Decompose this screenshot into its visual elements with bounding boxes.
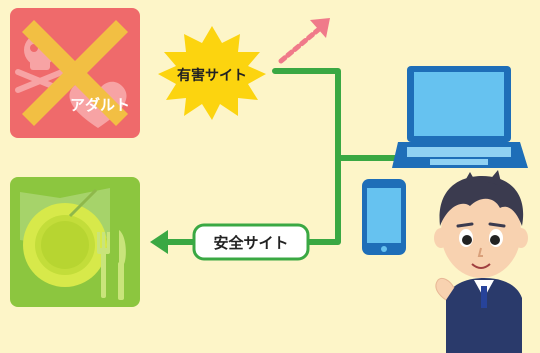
network-line-vertical: [272, 68, 341, 245]
harmful-burst: 有害サイト: [158, 26, 266, 120]
harmful-site-label: 有害サイト: [177, 67, 247, 84]
harmful-panel: アダルト: [10, 8, 140, 138]
laptop-icon: [392, 66, 528, 168]
safe-panel: [10, 177, 140, 307]
smartphone-icon: [362, 179, 406, 255]
boy-character: [434, 170, 528, 353]
safe-site-badge: 安全サイト: [192, 223, 310, 261]
safe-site-label: 安全サイト: [213, 234, 288, 252]
blocked-arrow: [278, 18, 330, 64]
cross-icon: [21, 19, 129, 127]
knife-icon: [118, 230, 126, 300]
fork-icon: [97, 232, 110, 298]
pen-line: [68, 188, 98, 218]
plate-icon: [23, 203, 107, 287]
adult-label: アダルト: [70, 96, 130, 114]
arrow-to-safe-site: [150, 230, 168, 254]
